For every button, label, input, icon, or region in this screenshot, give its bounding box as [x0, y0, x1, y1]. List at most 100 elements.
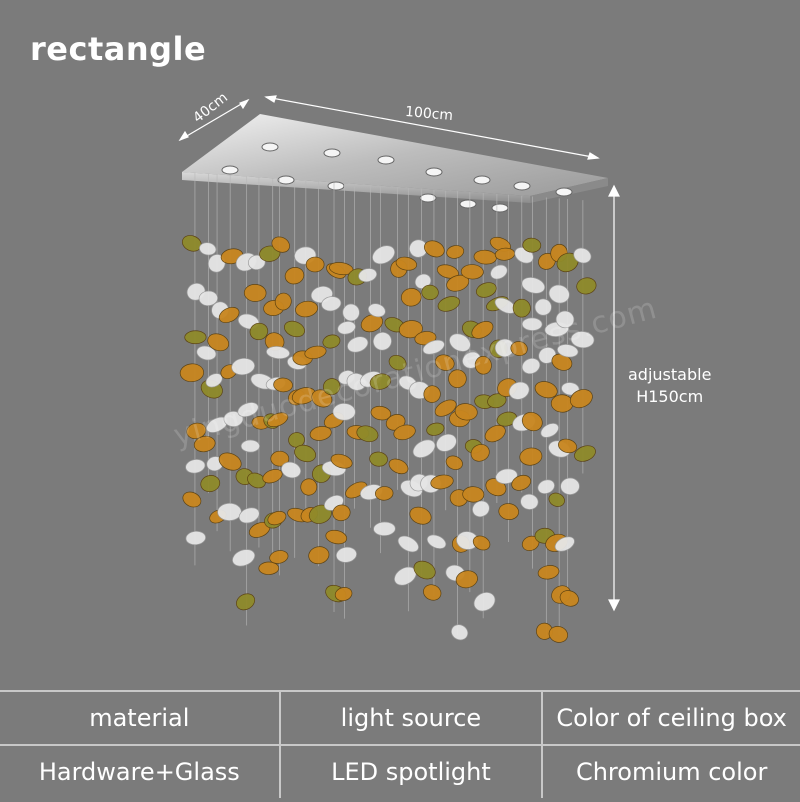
spec-header-light-source: light source — [278, 692, 542, 744]
glass-stone — [511, 474, 532, 491]
glass-stone — [474, 355, 492, 375]
glass-stone — [236, 593, 256, 611]
glass-stone — [570, 331, 595, 349]
glass-stone — [521, 317, 543, 331]
spotlight — [377, 155, 395, 165]
glass-stone — [199, 242, 217, 256]
glass-stone — [508, 381, 530, 400]
glass-stone — [247, 254, 266, 270]
glass-stone — [334, 587, 353, 602]
glass-stone — [521, 357, 541, 375]
glass-stone — [519, 447, 543, 466]
spotlight — [513, 181, 531, 191]
glass-stone — [356, 425, 379, 442]
glass-stone — [347, 336, 369, 353]
glass-stone — [193, 435, 216, 453]
glass-stone — [436, 433, 457, 452]
glass-stone — [332, 504, 351, 522]
glass-stone — [369, 451, 388, 467]
glass-stone — [388, 458, 409, 475]
glass-stone — [232, 549, 256, 567]
glass-stone — [510, 341, 528, 357]
glass-stone — [269, 550, 289, 564]
glass-stone — [198, 290, 219, 307]
glass-stone — [574, 445, 596, 462]
spec-value-row: Hardware+Glass LED spotlight Chromium co… — [0, 744, 800, 798]
glass-stone — [421, 284, 439, 301]
glass-stone — [373, 521, 396, 536]
glass-stone — [537, 479, 555, 494]
glass-stone — [462, 486, 485, 503]
glass-stone — [548, 284, 570, 304]
height-label-line2: H150cm — [636, 387, 704, 406]
spotlight — [327, 181, 345, 191]
spotlight — [277, 175, 295, 185]
glass-stone — [540, 423, 559, 438]
glass-stone — [237, 402, 259, 418]
glass-stone — [475, 282, 497, 298]
glass-stone — [534, 381, 558, 399]
glass-stone — [262, 469, 283, 484]
spotlight — [491, 203, 509, 213]
glass-stone — [335, 546, 357, 563]
glass-stone — [271, 236, 290, 253]
spec-header-material: material — [89, 704, 190, 732]
glass-stone — [521, 411, 543, 432]
glass-stone — [337, 321, 356, 335]
glass-stone — [413, 560, 436, 580]
glass-stone — [449, 333, 471, 352]
glass-stone — [512, 298, 531, 318]
glass-stone — [473, 249, 497, 265]
glass-stone — [240, 439, 261, 453]
glass-stone — [436, 264, 459, 279]
page-title: rectangle — [30, 30, 207, 68]
glass-stone — [498, 503, 519, 520]
glass-stone — [372, 332, 392, 351]
glass-stone — [284, 320, 305, 338]
spec-header-ceiling-color: Color of ceiling box — [541, 692, 800, 744]
glass-stone — [484, 424, 506, 443]
glass-stone — [397, 535, 419, 553]
height-dimension-line — [608, 184, 620, 612]
glass-stones — [179, 235, 597, 643]
spotlight — [323, 148, 341, 158]
spotlight — [459, 199, 477, 209]
spotlight — [555, 187, 573, 197]
glass-stone — [218, 452, 242, 471]
glass-stone — [490, 264, 508, 280]
glass-stone — [360, 314, 383, 333]
spec-header-row: material light source Color of ceiling b… — [0, 692, 800, 744]
glass-stone — [487, 393, 507, 409]
glass-stone — [281, 461, 302, 479]
spec-value-ceiling-color: Chromium color — [541, 746, 800, 798]
glass-stone — [247, 472, 266, 489]
glass-stone — [322, 378, 341, 396]
glass-stone — [446, 245, 465, 259]
glass-stone — [305, 256, 325, 273]
glass-stone — [557, 344, 579, 358]
glass-stone — [424, 240, 445, 258]
glass-stone — [558, 438, 578, 454]
spotlight — [473, 175, 491, 185]
glass-stone — [559, 590, 579, 607]
glass-stone — [370, 405, 392, 421]
glass-stone — [430, 474, 454, 490]
glass-stone — [520, 493, 539, 510]
glass-stone — [537, 565, 560, 580]
spotlights — [221, 142, 573, 213]
glass-stone — [308, 504, 332, 524]
glass-stone — [259, 245, 281, 262]
glass-stone — [273, 377, 293, 393]
chandelier-illustration — [178, 95, 620, 643]
glass-stone — [460, 264, 484, 280]
glass-stone — [267, 510, 287, 526]
glass-stone — [369, 373, 392, 390]
glass-stone — [375, 486, 394, 501]
glass-stone — [258, 561, 280, 575]
glass-stone — [471, 321, 494, 339]
glass-stone — [422, 339, 445, 355]
glass-stone — [223, 411, 244, 427]
glass-stone — [409, 506, 432, 525]
glass-stone — [548, 492, 565, 507]
spotlight — [419, 193, 437, 203]
